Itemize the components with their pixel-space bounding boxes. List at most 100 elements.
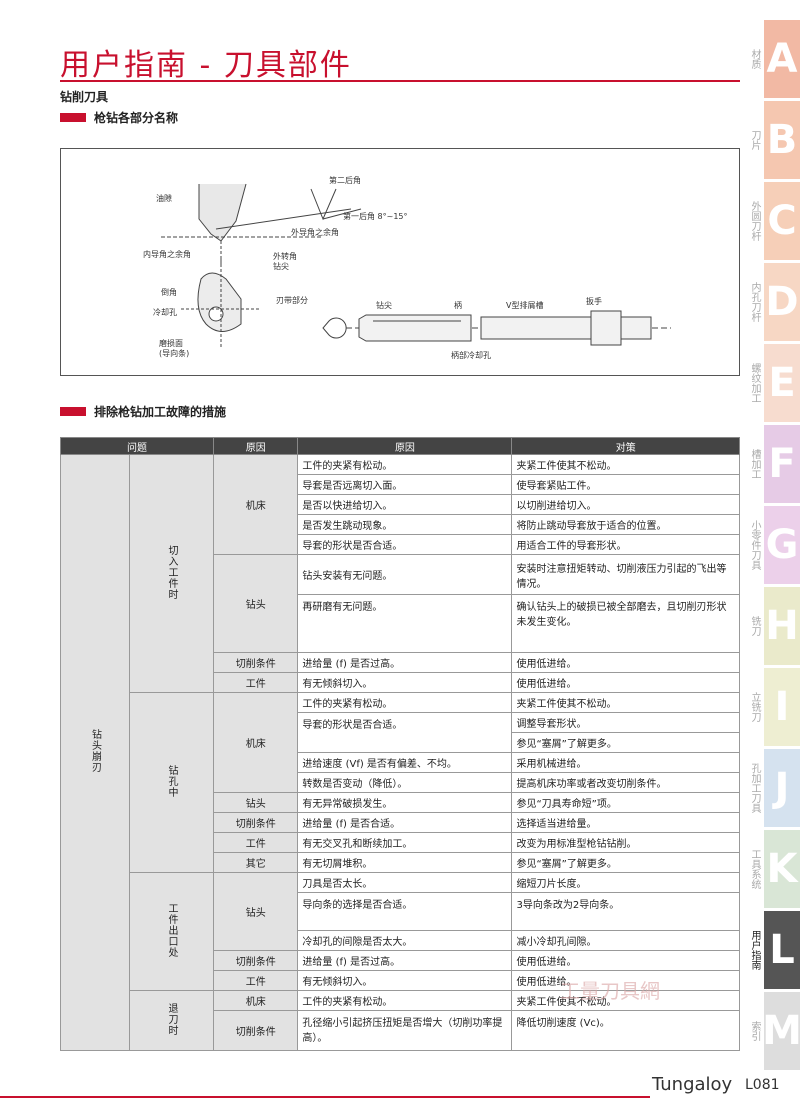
drill-schematic — [161, 183, 671, 349]
chapter-tab-label[interactable]: 孔加工刀具 — [749, 763, 760, 813]
chapter-tab-m[interactable]: M — [762, 992, 800, 1070]
table-row: 切削条件孔径缩小引起挤压扭矩是否增大（切削功率提高）。降低切削速度 (Vc)。 — [61, 1010, 740, 1051]
countermeasure: 减小冷却孔间隙。 — [511, 930, 740, 951]
table-row: 钻头崩刃 切入工件时 机床 工件的夹紧有松动。 夹紧工件使其不松动。 — [60, 454, 740, 1051]
cause-cell: 钻头 — [212, 554, 299, 653]
footer-rule — [0, 1096, 650, 1098]
diagram-label: 磨损面 — [159, 339, 183, 348]
chapter-tab-label[interactable]: 铣刀 — [749, 616, 760, 636]
stage-cell: 切入工件时 — [129, 454, 214, 693]
heading-troubleshooting: 排除枪钻加工故障的措施 — [60, 403, 226, 420]
cause-detail: 有无倾斜切入。 — [297, 672, 513, 693]
countermeasure: 参见“塞屑”了解更多。 — [511, 732, 740, 753]
table-row: 导套的形状是否合适。调整导套形状。 — [61, 712, 740, 753]
chapter-tab-g[interactable]: G — [764, 506, 800, 584]
table-row: 导向条的选择是否合适。3导向条改为2导向条。 — [61, 892, 740, 931]
countermeasure: 改变为用标准型枪钻钻削。 — [511, 832, 740, 853]
countermeasure: 提高机床功率或者改变切削条件。 — [511, 772, 740, 793]
diagram-label: 钻尖 — [376, 301, 392, 310]
chapter-tab-e[interactable]: E — [764, 344, 800, 422]
countermeasure: 确认钻头上的破损已被全部磨去，且切削刃形状未发生变化。 — [511, 594, 740, 653]
countermeasure: 3导向条改为2导向条。 — [511, 892, 740, 931]
chapter-tab-label[interactable]: 槽加工 — [749, 449, 760, 479]
countermeasure: 安装时注意扭矩转动、切削液压力引起的飞出等情况。 — [511, 554, 740, 595]
heading-text: 排除枪钻加工故障的措施 — [94, 405, 227, 419]
chapter-tab-label[interactable]: 内孔刀杆 — [749, 282, 760, 322]
chapter-tab-label[interactable]: 材质 — [749, 49, 760, 69]
countermeasure: 调整导套形状。 — [511, 712, 740, 733]
cause-detail: 是否以快进给切入。 — [297, 494, 513, 515]
cause-detail: 是否发生跳动现象。 — [297, 514, 513, 535]
chapter-tab-h[interactable]: H — [764, 587, 800, 665]
heading-bar — [60, 407, 86, 416]
cause-detail: 导向条的选择是否合适。 — [297, 892, 513, 931]
chapter-tab-label[interactable]: 工具系统 — [749, 849, 760, 889]
diagram-label: 外转角 — [273, 252, 297, 261]
diagram-label: 钻尖 — [273, 262, 289, 271]
chapter-tab-a[interactable]: A — [764, 20, 800, 98]
section-title: 钻削刀具 — [60, 90, 109, 104]
diagram-label: 第二后角 — [329, 176, 361, 185]
cause-cell: 切削条件 — [212, 812, 299, 833]
cause-cell: 工件 — [212, 970, 299, 991]
header-cause: 原因 — [212, 437, 299, 455]
chapter-tab-label[interactable]: 立铣刀 — [749, 692, 760, 722]
cause-detail: 再研磨有无问题。 — [297, 594, 513, 653]
page-number: L081 — [745, 1077, 780, 1093]
cause-detail: 刀具是否太长。 — [297, 872, 513, 893]
table-row: 工件有无交叉孔和断续加工。改变为用标准型枪钻钻削。 — [61, 832, 740, 853]
chapter-tab-label[interactable]: 螺纹加工 — [749, 363, 760, 403]
cause-detail: 导套是否远离切入面。 — [297, 474, 513, 495]
table-row: 工件出口处 钻头 刀具是否太长。缩短刀片长度。 — [61, 872, 740, 991]
page-title: 用户指南 - 刀具部件 — [60, 48, 352, 83]
cause-detail: 有无异常破损发生。 — [297, 792, 513, 813]
countermeasure: 使用低进给。 — [511, 652, 740, 673]
stage-cell: 钻孔中 — [129, 692, 214, 873]
diagram-label: 油隙 — [156, 194, 172, 203]
chapter-tab-d[interactable]: D — [764, 263, 800, 341]
diagram-label: 冷却孔 — [153, 308, 177, 317]
diagram-label: 刃带部分 — [276, 296, 308, 305]
heading-text: 枪钻各部分名称 — [94, 111, 179, 125]
chapter-tab-k[interactable]: K — [764, 830, 800, 908]
chapter-tab-l[interactable]: L — [764, 911, 800, 989]
chapter-tab-f[interactable]: F — [764, 425, 800, 503]
cause-cell: 机床 — [212, 454, 299, 555]
chapter-tab-label[interactable]: 小零件刀具 — [749, 520, 760, 570]
chapter-tab-b[interactable]: B — [764, 101, 800, 179]
diagram-label: 柄 — [454, 301, 462, 310]
countermeasure: 以切削进给切入。 — [511, 494, 740, 515]
countermeasure: 使导套紧贴工件。 — [511, 474, 740, 495]
title-rule — [60, 80, 740, 82]
diagram-label: 内导角之余角 — [143, 250, 191, 259]
chapter-tab-j[interactable]: J — [764, 749, 800, 827]
troubleshooting-table: 问题 原因 原因 对策 钻头崩刃 切入工件时 机床 工件的夹紧有松动。 夹紧工件… — [60, 437, 740, 1051]
cause-cell: 钻头 — [212, 792, 299, 813]
chapter-tab-label[interactable]: 刀片 — [749, 130, 760, 150]
chapter-tab-label[interactable]: 用户指南 — [749, 930, 760, 970]
cause-detail: 工件的夹紧有松动。 — [297, 454, 513, 475]
cause-cell: 机床 — [212, 990, 299, 1011]
cause-cell: 切削条件 — [212, 950, 299, 971]
header-problem: 问题 — [60, 437, 214, 455]
chapter-tab-i[interactable]: I — [764, 668, 800, 746]
countermeasure: 夹紧工件使其不松动。 — [511, 692, 740, 713]
chapter-tab-label[interactable]: 索引 — [749, 1021, 760, 1041]
cause-detail: 进给量 (f) 是否合适。 — [297, 812, 513, 833]
table-row: 导套是否远离切入面。使导套紧贴工件。 — [61, 474, 740, 495]
table-row: 钻头 钻头安装有无问题。 安装时注意扭矩转动、切削液压力引起的飞出等情况。 — [61, 554, 740, 653]
chapter-tab-c[interactable]: C — [764, 182, 800, 260]
table-row: 切削条件进给量 (f) 是否过高。使用低进给。 — [61, 652, 740, 673]
cause-detail: 进给量 (f) 是否过高。 — [297, 950, 513, 971]
brand-name: Tungaloy — [652, 1074, 733, 1095]
diagram-label: 扳手 — [586, 297, 602, 306]
stage-cell: 退刀时 — [129, 990, 214, 1051]
table-row: 再研磨有无问题。确认钻头上的破损已被全部磨去，且切削刃形状未发生变化。 — [61, 594, 740, 653]
table-row: 冷却孔的间隙是否太大。减小冷却孔间隙。 — [61, 930, 740, 951]
table-row: 切削条件进给量 (f) 是否过高。使用低进给。 — [61, 950, 740, 971]
diagram-label: V型排屑槽 — [506, 301, 544, 310]
header-countermeasure: 对策 — [511, 437, 740, 455]
heading-part-names: 枪钻各部分名称 — [60, 109, 178, 126]
chapter-tab-label[interactable]: 外圆刀杆 — [749, 201, 760, 241]
header-cause-detail: 原因 — [297, 437, 513, 455]
